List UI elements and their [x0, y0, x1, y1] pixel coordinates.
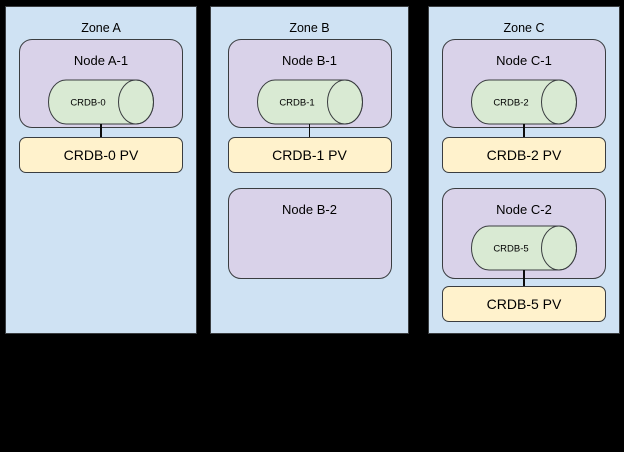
node-c1-box: Node C-1 CRDB-2 [442, 39, 606, 128]
crdb-5-pv-label: CRDB-5 PV [486, 296, 562, 312]
crdb-0-pv-connector-line [100, 124, 102, 137]
node-b2-label: Node B-2 [282, 202, 337, 217]
crdb-0-cylinder-icon: CRDB-0 [48, 79, 154, 125]
crdb-2-cylinder-icon: CRDB-2 [471, 79, 577, 125]
crdb-2-pv-label: CRDB-2 PV [486, 147, 562, 163]
crdb-1-pv-connector-line [308, 124, 311, 137]
crdb-5-cylinder-icon: CRDB-5 [471, 225, 577, 271]
node-b1-label: Node B-1 [282, 53, 337, 68]
crdb-1-pv-label: CRDB-1 PV [272, 147, 347, 163]
crdb-5-cylinder-label: CRDB-5 [493, 244, 528, 255]
node-b1-box: Node B-1 CRDB-1 [227, 39, 392, 128]
node-c1-label: Node C-1 [496, 53, 552, 68]
zone-c-label: Zone C [503, 21, 545, 35]
crdb-1-cylinder-icon: CRDB-1 [256, 79, 363, 125]
crdb-0-pv-label: CRDB-0 PV [63, 147, 139, 163]
zone-b-container: Zone B Node B-1 CRDB-1 CRDB-1 PV Node B-… [210, 6, 409, 334]
zone-c-container: Zone C Node C-1 CRDB-2 CRDB-2 PV Node C-… [428, 6, 620, 334]
zone-a-label: Zone A [81, 21, 121, 35]
crdb-0-cylinder-label: CRDB-0 [70, 98, 105, 109]
node-b2-box: Node B-2 [227, 188, 392, 279]
crdb-5-pv-box: CRDB-5 PV [442, 286, 606, 322]
crdb-2-pv-connector-line [523, 124, 525, 137]
zone-b-label: Zone B [289, 21, 330, 35]
crdb-2-cylinder-label: CRDB-2 [493, 98, 528, 109]
node-c2-box: Node C-2 CRDB-5 [442, 188, 606, 279]
node-a1-label: Node A-1 [73, 53, 129, 68]
crdb-2-pv-box: CRDB-2 PV [442, 137, 606, 173]
crdb-1-pv-box: CRDB-1 PV [227, 137, 392, 173]
zone-a-container: Zone A Node A-1 CRDB-0 CRDB-0 PV [5, 6, 197, 334]
node-a1-box: Node A-1 CRDB-0 [19, 39, 183, 128]
crdb-5-pv-connector-line [523, 270, 525, 286]
node-c2-label: Node C-2 [496, 202, 552, 217]
crdb-0-pv-box: CRDB-0 PV [19, 137, 183, 173]
crdb-1-cylinder-label: CRDB-1 [279, 98, 314, 109]
